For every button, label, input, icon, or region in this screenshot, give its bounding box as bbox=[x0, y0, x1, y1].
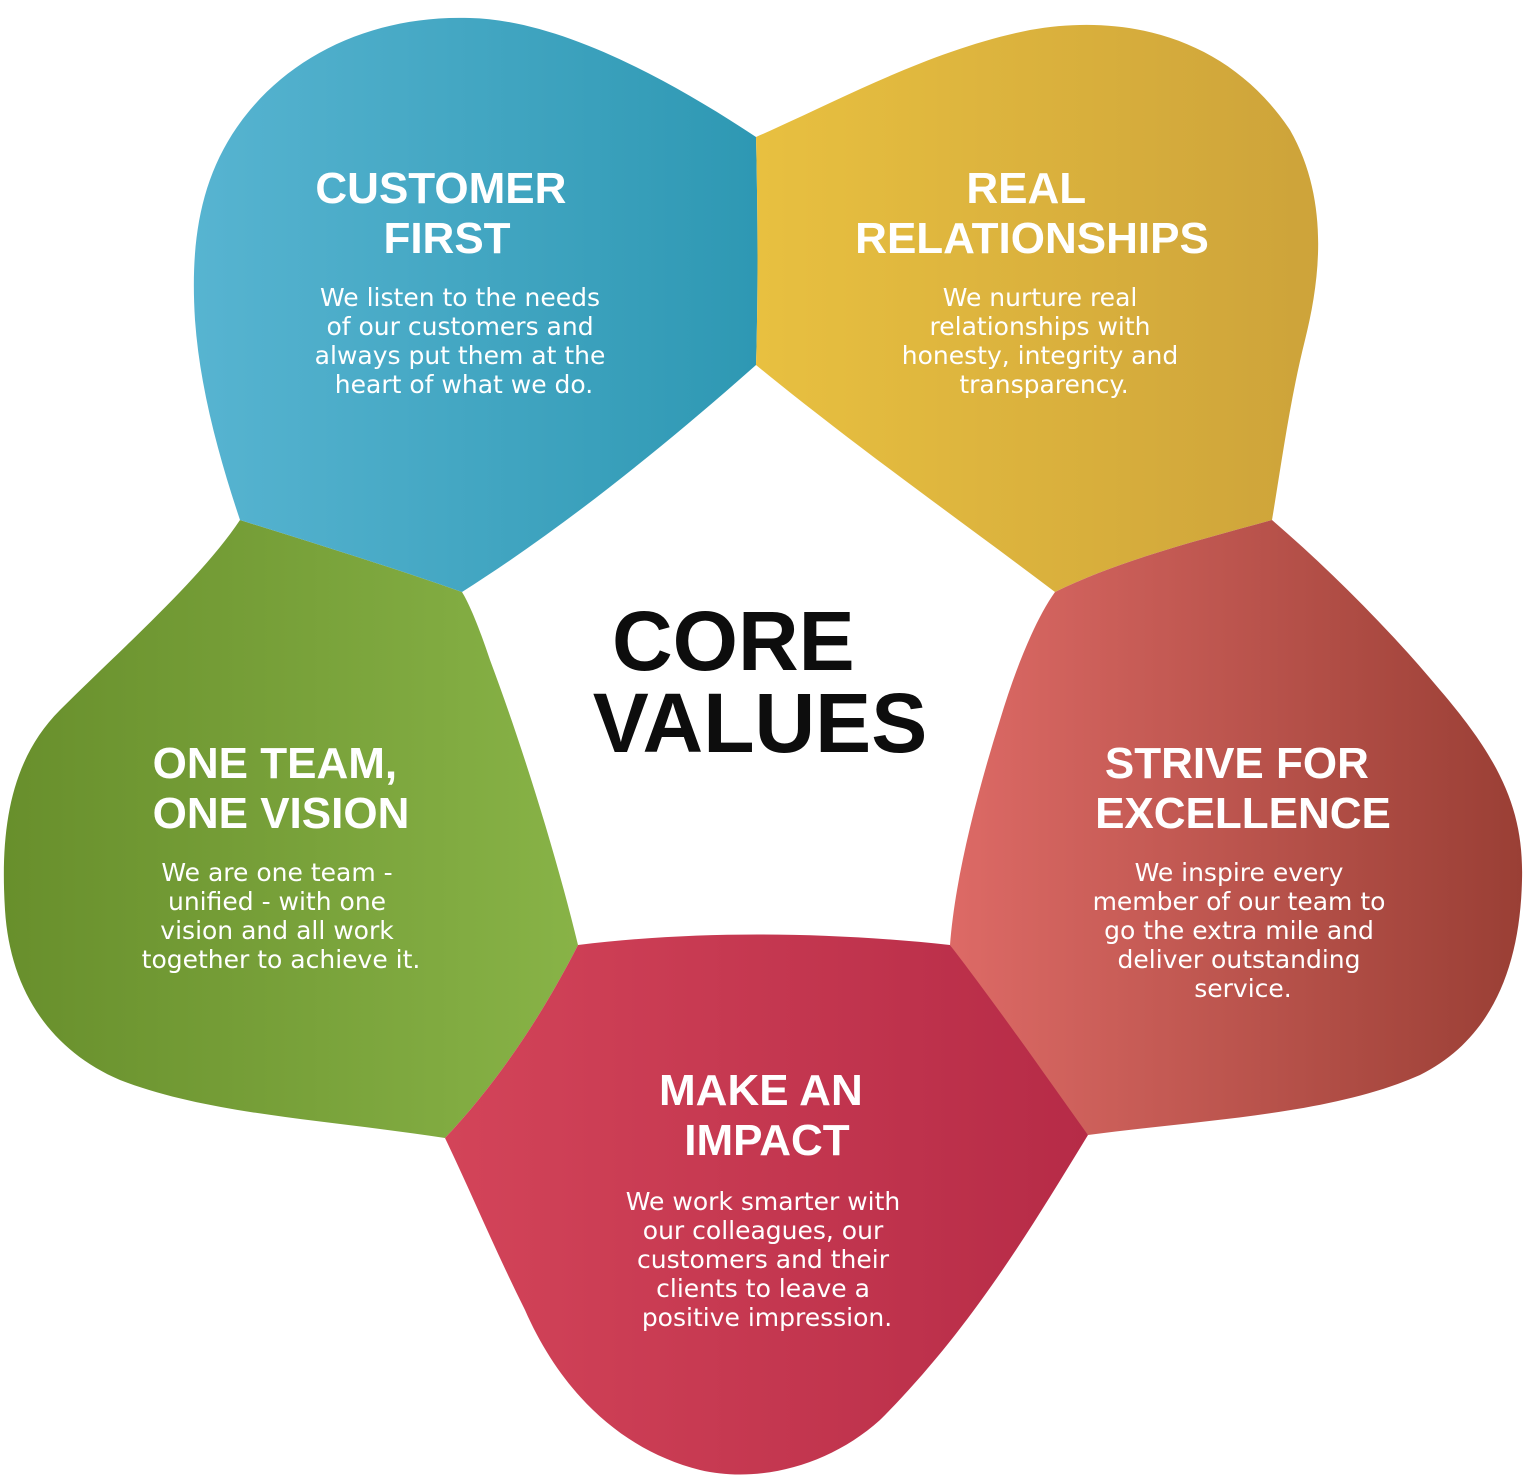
petal-description: We work smarter with our colleagues, our… bbox=[626, 1187, 908, 1332]
desc-line: positive impression. bbox=[642, 1303, 892, 1332]
title-line: STRIVE FOR bbox=[1105, 739, 1369, 788]
title-line: RELATIONSHIPS bbox=[855, 214, 1209, 263]
desc-line: our colleagues, our bbox=[643, 1216, 884, 1245]
desc-line: together to achieve it. bbox=[142, 945, 421, 974]
petal-description: We are one team - unified - with one vis… bbox=[142, 858, 421, 974]
center-title: CORE VALUES bbox=[593, 594, 927, 770]
desc-line: vision and all work bbox=[160, 916, 394, 945]
petal-make-an-impact bbox=[445, 934, 1088, 1475]
desc-line: We nurture real bbox=[943, 283, 1138, 312]
title-line: EXCELLENCE bbox=[1095, 789, 1391, 838]
petal-title: ONE TEAM, ONE VISION bbox=[153, 739, 410, 838]
desc-line: deliver outstanding bbox=[1118, 945, 1361, 974]
title-line: FIRST bbox=[383, 214, 510, 263]
title-line: MAKE AN bbox=[659, 1066, 863, 1115]
title-line: IMPACT bbox=[684, 1116, 850, 1165]
petal-title: MAKE AN IMPACT bbox=[659, 1066, 875, 1165]
petal-real-relationships bbox=[756, 24, 1319, 593]
center-title-line-1: CORE bbox=[612, 594, 855, 688]
desc-line: We are one team - bbox=[161, 858, 392, 887]
value-customer-first: CUSTOMER FIRST We listen to the needs of… bbox=[315, 164, 614, 399]
desc-line: clients to leave a bbox=[656, 1274, 870, 1303]
desc-line: always put them at the bbox=[315, 341, 606, 370]
petal-description: We listen to the needs of our customers … bbox=[315, 283, 614, 399]
petal-description: We nurture real relationships with hones… bbox=[902, 283, 1186, 399]
petal-customer-first bbox=[193, 17, 758, 593]
desc-line: of our customers and bbox=[326, 312, 593, 341]
petal-one-team-one-vision bbox=[3, 520, 578, 1138]
petal-description: We inspire every member of our team to g… bbox=[1093, 858, 1394, 1003]
desc-line: We listen to the needs bbox=[320, 283, 600, 312]
desc-line: heart of what we do. bbox=[335, 370, 593, 399]
desc-line: relationships with bbox=[930, 312, 1151, 341]
desc-line: member of our team to bbox=[1093, 887, 1386, 916]
desc-line: customers and their bbox=[637, 1245, 890, 1274]
title-line: CUSTOMER bbox=[315, 164, 566, 213]
petal-title: STRIVE FOR EXCELLENCE bbox=[1095, 739, 1391, 838]
title-line: ONE VISION bbox=[153, 789, 410, 838]
desc-line: go the extra mile and bbox=[1104, 916, 1374, 945]
center-title-line-2: VALUES bbox=[593, 676, 927, 770]
value-make-an-impact: MAKE AN IMPACT We work smarter with our … bbox=[626, 1066, 908, 1332]
title-line: ONE TEAM, bbox=[153, 739, 397, 788]
desc-line: unified - with one bbox=[168, 887, 386, 916]
value-one-team-one-vision: ONE TEAM, ONE VISION We are one team - u… bbox=[142, 739, 421, 974]
title-line: REAL bbox=[966, 164, 1085, 213]
desc-line: honesty, integrity and bbox=[902, 341, 1179, 370]
desc-line: service. bbox=[1194, 974, 1292, 1003]
petal-title: REAL RELATIONSHIPS bbox=[855, 164, 1209, 263]
desc-line: transparency. bbox=[959, 370, 1128, 399]
petal-strive-for-excellence bbox=[950, 520, 1523, 1135]
desc-line: We inspire every bbox=[1135, 858, 1344, 887]
value-strive-for-excellence: STRIVE FOR EXCELLENCE We inspire every m… bbox=[1093, 739, 1394, 1003]
petal-title: CUSTOMER FIRST bbox=[315, 164, 578, 263]
desc-line: We work smarter with bbox=[626, 1187, 900, 1216]
value-real-relationships: REAL RELATIONSHIPS We nurture real relat… bbox=[855, 164, 1209, 399]
